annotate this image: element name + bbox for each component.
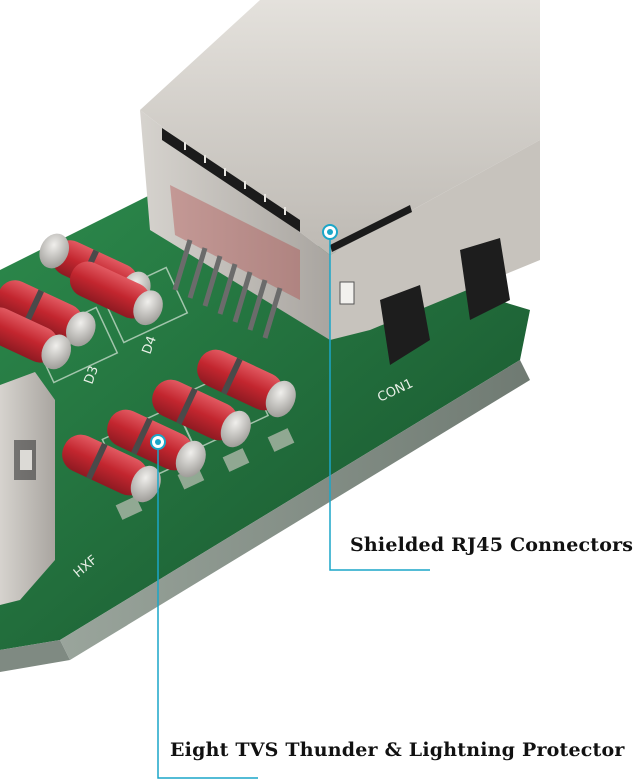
connector-leader-line xyxy=(329,232,430,571)
callout-markers xyxy=(150,224,338,450)
shielded-rj45-connectors-label: Shielded RJ45 Connectors xyxy=(350,534,634,556)
silk-d3: D3 xyxy=(82,364,102,386)
silk-d4: D4 xyxy=(140,334,160,356)
main-rj45-connector xyxy=(140,0,540,365)
protector-leader-line xyxy=(157,442,258,779)
callout-lines xyxy=(157,232,430,779)
left-rj45-connector xyxy=(0,372,55,605)
tvs-diodes xyxy=(0,233,296,503)
tvs-protector-label: Eight TVS Thunder & Lightning Protector xyxy=(170,739,625,761)
pcb-edge xyxy=(60,360,530,660)
